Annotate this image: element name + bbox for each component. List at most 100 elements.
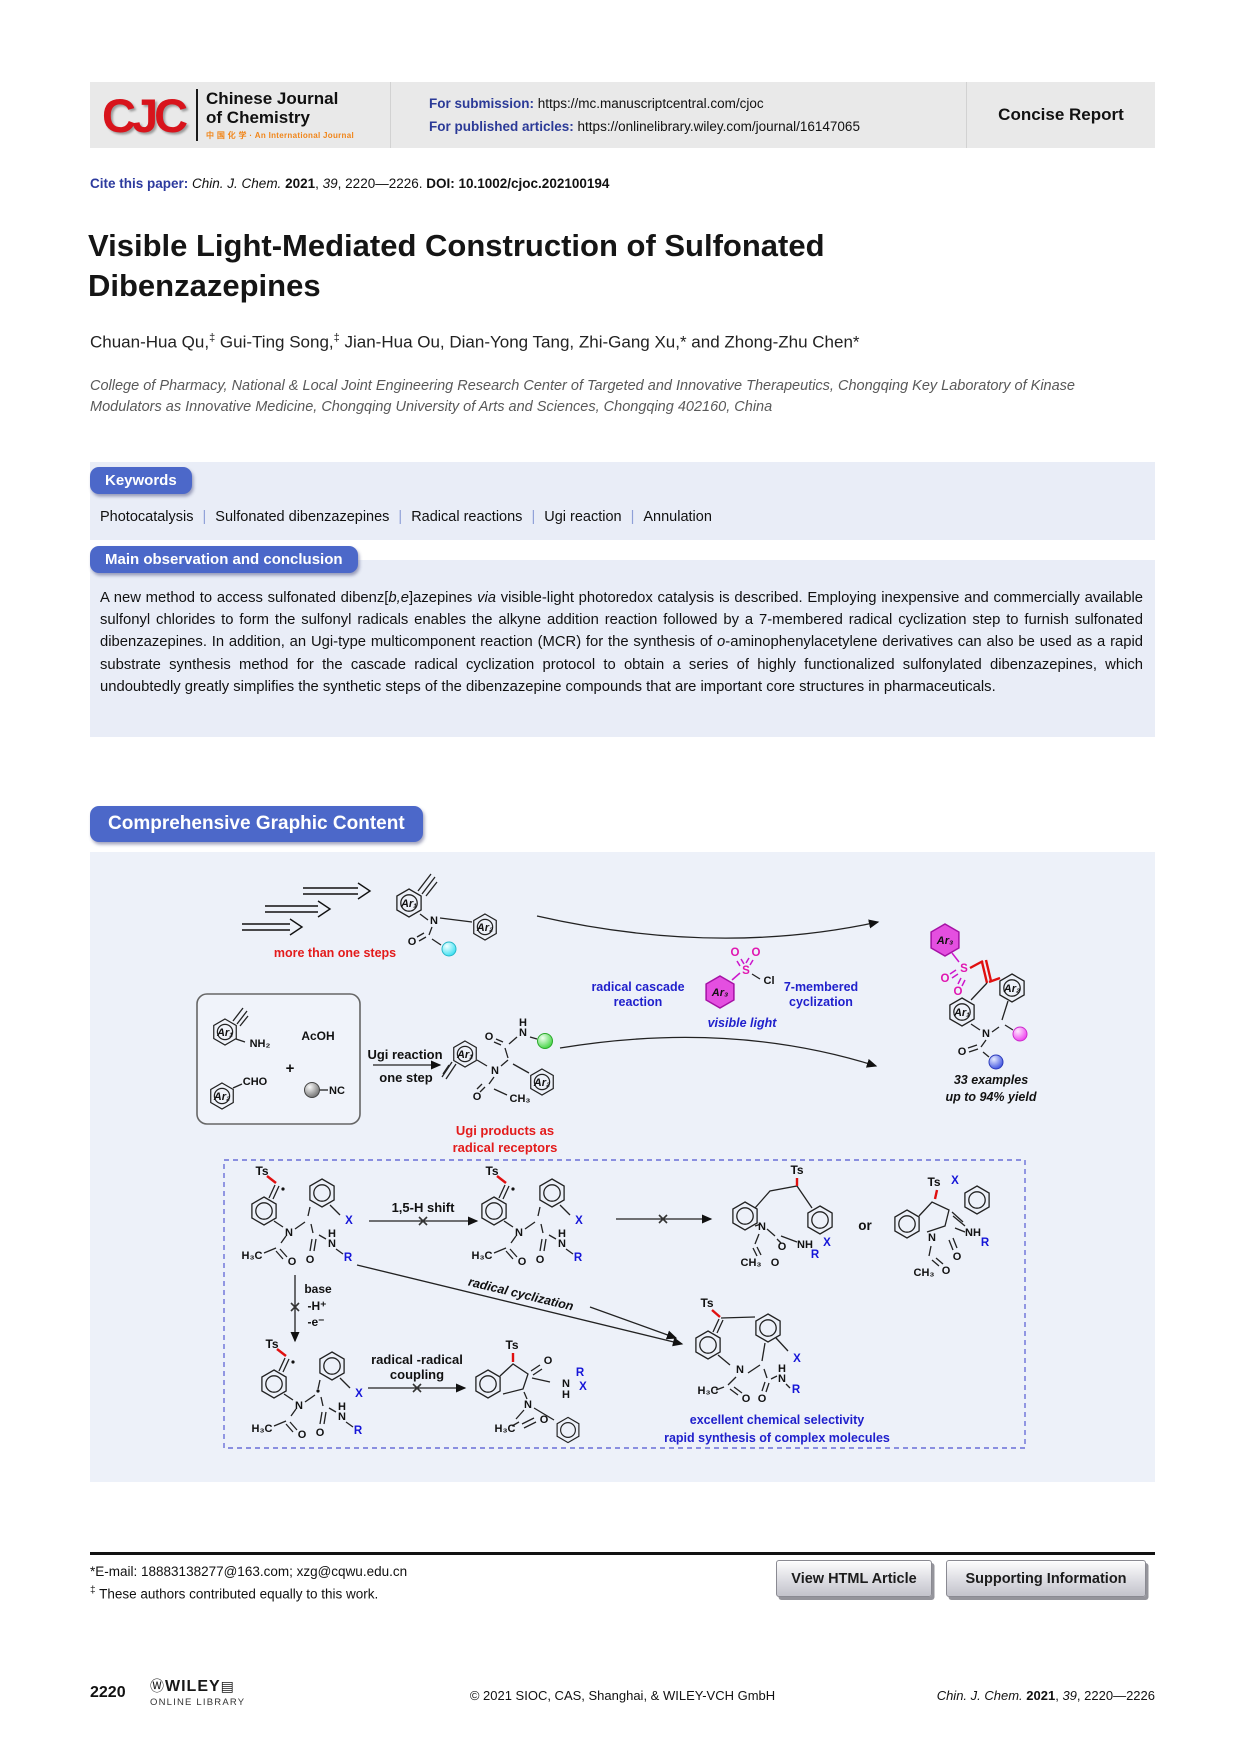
email-text: E-mail: 18883138277@163.com; xzg@cqwu.ed… [95,1564,408,1579]
book-icon: ▤ [220,1678,235,1694]
journal-name-line1: Chinese Journal [206,88,339,108]
keyword[interactable]: Annulation [643,509,712,525]
o-label: O [742,1393,751,1405]
x-label: X [355,1388,363,1400]
label-cyclization: cyclization [789,995,853,1009]
author-list: Chuan-Hua Qu,‡ Gui-Ting Song,‡ Jian-Hua … [90,332,860,353]
label-coupling-1: radical -radical [371,1352,463,1367]
s-label: S [960,963,968,975]
ar3-label: Ar₃ [936,935,954,947]
abstract-part: -aminophenylacetylene derivatives can al… [100,634,1143,695]
page-title: Visible Light-Mediated Construction of S… [88,228,825,303]
nh-label: NH [965,1227,981,1239]
published-url[interactable]: https://onlinelibrary.wiley.com/journal/… [577,119,860,134]
x-label: X [345,1215,353,1227]
ts-label: Ts [265,1337,278,1351]
label-minus-h: -H⁺ [308,1299,327,1313]
journal-name-line2: of Chemistry [206,108,310,127]
nc-label: NC [329,1085,345,1097]
view-html-article-button[interactable]: View HTML Article [776,1560,932,1597]
cl-label: Cl [764,975,775,987]
keyword[interactable]: Photocatalysis [100,509,194,525]
crossed-arrow [616,1214,713,1224]
footnotes: *E-mail: 18883138277@163.com; xzg@cqwu.e… [90,1562,407,1605]
o-label: O [958,1046,967,1058]
mech-structure-4: Ts X NH R N O O CH₃ [894,1175,990,1279]
keywords-badge: Keywords [90,467,192,494]
o-label: O [540,1414,549,1426]
radical-cyclization-arrow [356,1264,684,1347]
o-label: O [408,936,417,948]
o-label: O [771,1257,780,1269]
label-or: or [858,1218,872,1233]
n-label: N [515,1227,523,1239]
label-coupling-2: coupling [390,1367,444,1382]
keyword[interactable]: Ugi reaction [544,509,622,525]
n-label: N [562,1378,570,1390]
cite-pages: , 2220—2226. [337,176,427,191]
keyword[interactable]: Radical reactions [411,509,523,525]
mech-structure-6: Ts O N H R X N H₃C O [475,1338,587,1444]
abstract-italic: b,e [388,590,409,606]
h3c-label: H₃C [698,1385,719,1397]
dagger-mark: ‡ [90,1584,96,1596]
o-label: O [485,1031,494,1043]
ch3-label: CH₃ [510,1093,531,1105]
o-label: O [954,986,963,998]
to-final-arrow [589,1306,678,1340]
h-label: H [328,1228,336,1240]
label-selectivity-1: excellent chemical selectivity [690,1413,864,1427]
journal-citation: Chin. J. Chem. 2021, 39, 2220—2226 [930,1688,1155,1703]
star-mark: * [90,1564,96,1579]
abstract-badge: Main observation and conclusion [90,546,358,573]
o-label: O [758,1393,767,1405]
keyword[interactable]: Sulfonated dibenzazepines [215,509,390,525]
o-label: O [778,1241,787,1253]
ch3-label: CH₃ [741,1257,762,1269]
n-label: N [928,1232,936,1244]
published-line: For published articles: https://onlineli… [429,119,966,134]
journal-sep: , [1055,1688,1063,1703]
base-arrow [290,1275,300,1343]
ar1-label: Ar₁ [400,898,417,910]
h-label: H [519,1017,527,1029]
s-label: S [742,965,750,977]
blue-ball [988,1054,1004,1070]
ts-label: Ts [790,1163,803,1177]
ar1-label: Ar₁ [216,1027,233,1039]
supporting-information-button[interactable]: Supporting Information [946,1560,1146,1597]
o-label: O [288,1256,297,1268]
o-label: O [316,1427,325,1439]
ts-label: Ts [505,1338,518,1352]
label-radical-cascade-2: reaction [614,995,663,1009]
label-minus-e: -e⁻ [307,1315,324,1329]
label-radical-cyclization: radical cyclization [467,1275,575,1314]
mechanism-box [223,1159,1026,1449]
cite-sep: , [315,176,323,191]
r-label: R [981,1237,990,1249]
ar2-label: Ar₂ [476,922,493,934]
published-label: For published articles: [429,119,574,134]
r-label: R [344,1252,353,1264]
copyright-line: © 2021 SIOC, CAS, Shanghai, & WILEY-VCH … [469,1688,776,1703]
keyword-separator: | [398,509,403,525]
contrib-text: These authors contributed equally to thi… [99,1586,379,1602]
mech-structure-1: Ts X N H N R H₃C O O [242,1164,354,1268]
bottom-arc-arrow [559,1036,878,1068]
journal-header: CJC Chinese Journal of Chemistry 中 国 化 学… [90,82,1155,148]
gray-ball [304,1082,320,1098]
shift-arrow [369,1216,479,1226]
n-label: N [524,1399,532,1411]
citation-line: Cite this paper: Chin. J. Chem. 2021, 39… [90,176,609,191]
h3c-label: H₃C [242,1250,263,1262]
r-label: R [792,1384,801,1396]
ar2-label: Ar₂ [533,1077,550,1089]
abstract-italic: via [477,590,496,606]
structure-product: Ar₃ S O O Ar₁ Ar₂ N [930,923,1037,1104]
submission-url[interactable]: https://mc.manuscriptcentral.com/cjoc [537,96,764,111]
o-label: O [518,1256,527,1268]
o-label: O [473,1091,482,1103]
cite-journal: Chin. J. Chem. [192,176,282,191]
cyan-ball [441,941,457,957]
journal-volume: 39 [1062,1688,1077,1703]
